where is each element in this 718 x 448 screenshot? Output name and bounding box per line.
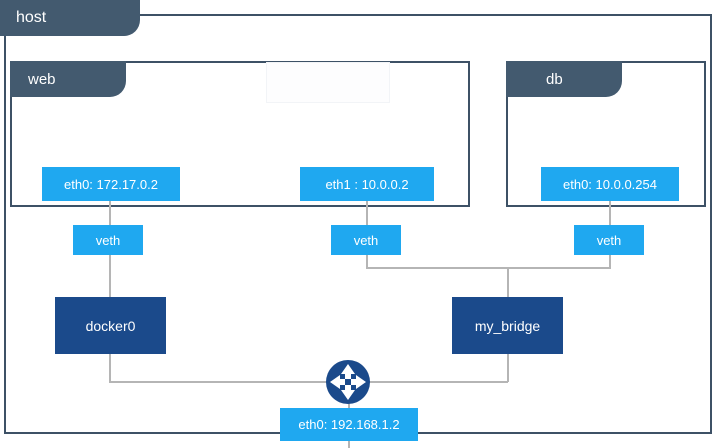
connector-veth3-drop	[609, 254, 611, 268]
host-namespace-tab[interactable]: host	[0, 0, 140, 36]
connector-veth1-to-docker0	[109, 254, 111, 298]
interface-host-eth0-label: eth0: 192.168.1.2	[298, 417, 400, 432]
web-container-tab[interactable]: web	[10, 61, 126, 97]
interface-web-eth0[interactable]: eth0: 172.17.0.2	[42, 167, 180, 201]
interface-web-eth1[interactable]: eth1 : 10.0.0.2	[300, 167, 434, 201]
bridge-my-bridge-label: my_bridge	[474, 317, 541, 334]
bridge-docker0[interactable]: docker0	[55, 297, 166, 354]
bridge-my-bridge[interactable]: my_bridge	[452, 297, 563, 354]
web-ghost-rectangle	[266, 62, 390, 103]
connector-veth2-drop	[366, 254, 368, 268]
connector-bus-to-my-bridge	[507, 267, 509, 298]
connector-docker0-drop	[109, 353, 111, 382]
connector-veth-bus	[366, 267, 611, 269]
connector-host-eth0-downlink	[348, 440, 350, 448]
connector-db-eth0-to-veth3	[609, 201, 611, 225]
veth-db-my-bridge-label: veth	[596, 232, 622, 248]
connector-bottom-bus	[109, 381, 508, 383]
interface-web-eth1-label: eth1 : 10.0.0.2	[325, 176, 409, 192]
db-container-tab[interactable]: db	[506, 61, 622, 97]
interface-db-eth0[interactable]: eth0: 10.0.0.254	[541, 167, 679, 201]
veth-docker0-label: veth	[95, 232, 121, 248]
connector-web-eth0-to-veth1	[109, 201, 111, 225]
connector-router-to-host-eth0	[348, 400, 350, 412]
interface-web-eth0-label: eth0: 172.17.0.2	[64, 176, 158, 192]
connector-my-bridge-drop	[507, 353, 509, 382]
veth-docker0[interactable]: veth	[73, 225, 143, 255]
veth-db-my-bridge[interactable]: veth	[574, 225, 644, 255]
veth-web-my-bridge-label: veth	[353, 232, 379, 248]
interface-host-eth0[interactable]: eth0: 192.168.1.2	[280, 408, 418, 441]
db-container-label: db	[546, 70, 563, 88]
router-icon[interactable]	[325, 359, 371, 405]
host-namespace-label: host	[16, 9, 47, 26]
bridge-docker0-label: docker0	[85, 317, 136, 334]
connector-web-eth1-to-veth2	[366, 201, 368, 225]
veth-web-my-bridge[interactable]: veth	[331, 225, 401, 255]
web-container-label: web	[28, 70, 56, 88]
interface-db-eth0-label: eth0: 10.0.0.254	[563, 176, 657, 192]
